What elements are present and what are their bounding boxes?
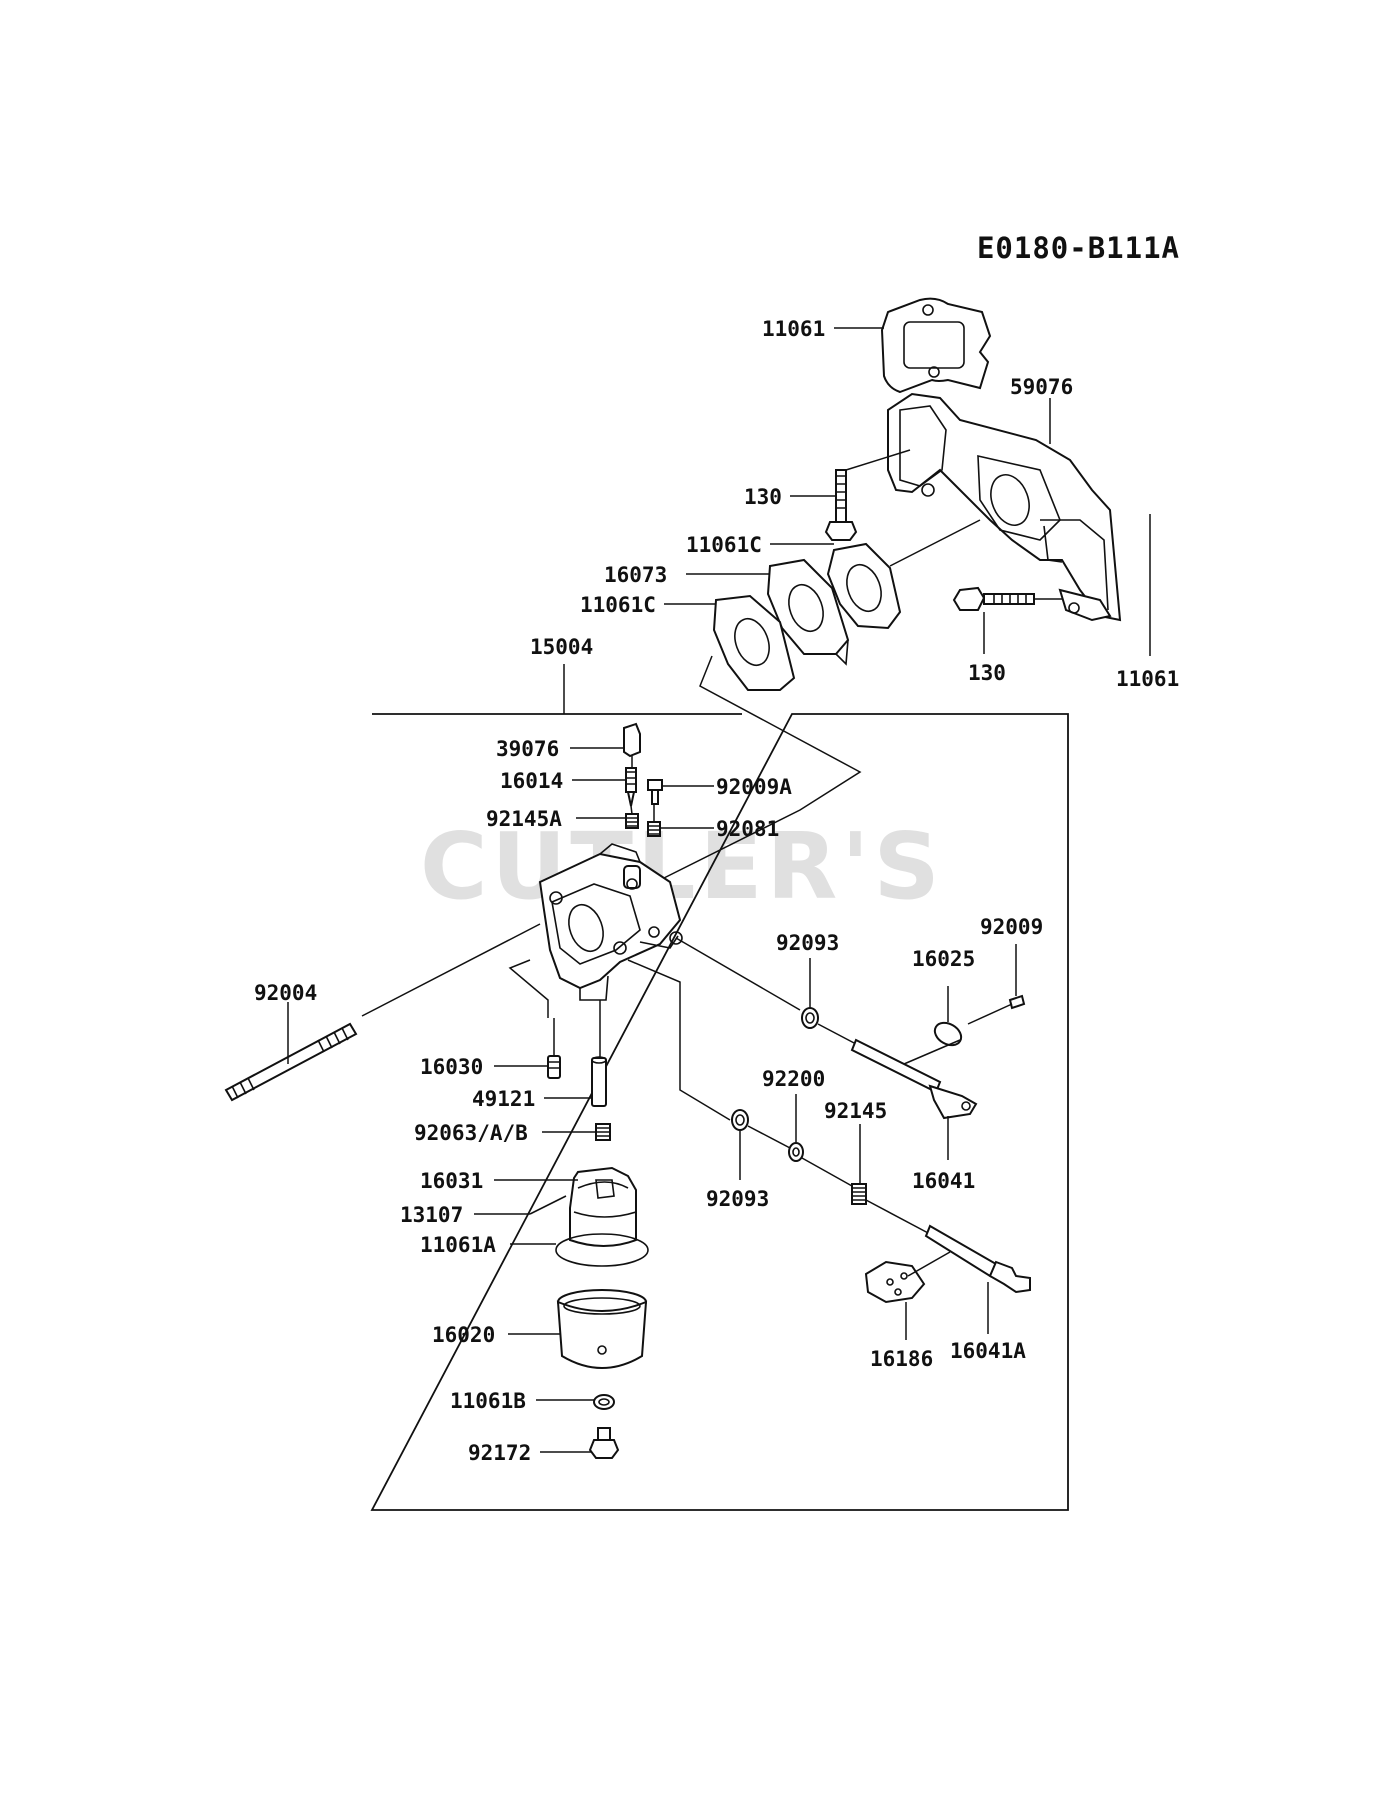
label-13107: 13107 — [400, 1203, 463, 1227]
label-11061a: 11061A — [420, 1233, 496, 1257]
label-16041a: 16041A — [950, 1339, 1026, 1363]
float-16031 — [569, 1166, 637, 1247]
label-92081: 92081 — [716, 817, 779, 841]
insulator-16073 — [766, 558, 850, 666]
label-11061-right: 11061 — [1116, 667, 1179, 691]
choke-plate-16186 — [864, 1260, 926, 1304]
label-11061b: 11061B — [450, 1389, 526, 1413]
gasket-link-line — [659, 655, 862, 881]
spring-92145a — [625, 813, 639, 829]
float-pin-13107 — [529, 1195, 567, 1215]
watermark-logo: CUTLER'S — [420, 813, 944, 920]
pilot-axis-line — [508, 959, 549, 1018]
label-11061-top: 11061 — [762, 317, 825, 341]
seal-92093-upper — [801, 1007, 819, 1029]
label-11061c-b: 11061C — [580, 593, 656, 617]
label-130-b: 130 — [968, 661, 1006, 685]
label-92172: 92172 — [468, 1441, 531, 1465]
seal-92093-lower — [731, 1109, 749, 1131]
bolt-130-upper — [824, 449, 911, 541]
manifold-link-line — [889, 519, 981, 567]
washer-11061b — [593, 1394, 615, 1410]
label-16030: 16030 — [420, 1055, 483, 1079]
label-16073: 16073 — [604, 563, 667, 587]
label-92093-a: 92093 — [776, 931, 839, 955]
screw-92009 — [967, 994, 1026, 1025]
label-59076: 59076 — [1010, 375, 1073, 399]
label-16020: 16020 — [432, 1323, 495, 1347]
label-92200: 92200 — [762, 1067, 825, 1091]
gasket-11061c-upper — [826, 542, 902, 630]
washer-92200 — [788, 1142, 804, 1162]
part-39076 — [623, 722, 641, 758]
plate-link-line — [903, 1039, 961, 1065]
label-92009a: 92009A — [716, 775, 792, 799]
throttle-axis-line-2 — [817, 1023, 857, 1045]
label-92093-b: 92093 — [706, 1187, 769, 1211]
label-39076: 39076 — [496, 737, 559, 761]
label-92009: 92009 — [980, 915, 1043, 939]
stud-axis-line — [361, 923, 541, 1017]
choke-axis-line-2 — [747, 1125, 791, 1149]
carburetor-body — [538, 843, 683, 1001]
needle-16014 — [625, 767, 637, 807]
label-16031: 16031 — [420, 1169, 483, 1193]
gasket-11061-top — [880, 297, 992, 394]
choke-shaft-16041a — [924, 1224, 1031, 1294]
main-nozzle-49121 — [591, 1056, 607, 1107]
stack-lines-top — [630, 756, 655, 822]
drain-bolt-92172 — [588, 1427, 620, 1459]
stud-92004 — [224, 1022, 358, 1102]
label-92145a: 92145A — [486, 807, 562, 831]
label-16014: 16014 — [500, 769, 563, 793]
throttle-shaft-16041 — [850, 1038, 978, 1120]
label-49121: 49121 — [472, 1087, 535, 1111]
label-11061c-a: 11061C — [686, 533, 762, 557]
spring-92081 — [647, 821, 661, 837]
label-16025: 16025 — [912, 947, 975, 971]
main-jet-92063 — [595, 1123, 611, 1141]
label-16186: 16186 — [870, 1347, 933, 1371]
choke-axis-line-4 — [865, 1199, 931, 1235]
label-92145: 92145 — [824, 1099, 887, 1123]
label-92004: 92004 — [254, 981, 317, 1005]
choke-axis-line — [627, 959, 731, 1121]
pilot-jet-16030 — [547, 1055, 561, 1079]
throttle-plate-16025 — [933, 1021, 963, 1047]
bolt-130-lower — [952, 586, 1062, 611]
label-15004: 15004 — [530, 635, 593, 659]
plate-link-line-2 — [907, 1251, 951, 1277]
spring-92145 — [851, 1183, 867, 1205]
label-92063: 92063/A/B — [414, 1121, 528, 1145]
float-bowl-16020 — [556, 1289, 648, 1369]
screw-92009a — [647, 779, 663, 805]
gasket-11061c-lower — [712, 594, 796, 691]
label-16041: 16041 — [912, 1169, 975, 1193]
choke-axis-line-3 — [801, 1157, 853, 1187]
intake-manifold-59076 — [887, 392, 1122, 622]
oring-11061a — [555, 1233, 649, 1267]
label-130-a: 130 — [744, 485, 782, 509]
throttle-axis-line — [675, 937, 801, 1011]
diagram-code: E0180-B111A — [977, 231, 1180, 265]
